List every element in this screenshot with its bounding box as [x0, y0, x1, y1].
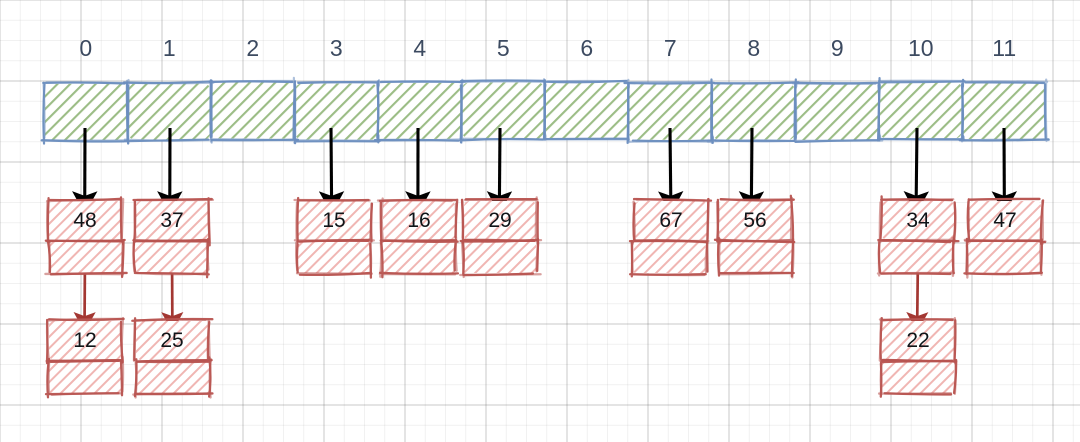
array-cell-6[interactable]	[542, 78, 631, 145]
bucket-index-8: 8	[747, 35, 761, 61]
chain-node-next-cell-67[interactable]	[628, 239, 709, 278]
chain-node-next-cell-16[interactable]	[378, 236, 460, 279]
array-cell-3[interactable]	[292, 79, 382, 145]
bucket-index-6: 6	[580, 35, 594, 61]
chain-link-arrow-2	[906, 251, 929, 333]
bucket-index-10: 10	[907, 35, 934, 61]
bucket-index-3: 3	[329, 35, 343, 61]
chain-node-next-cell-12[interactable]	[44, 355, 125, 399]
bucket-index-5: 5	[496, 35, 510, 61]
chain-node-value-16: 16	[407, 208, 431, 232]
chain-node-value-48: 48	[73, 208, 97, 232]
chain-node-value-22: 22	[906, 328, 930, 352]
array-cell-5[interactable]	[458, 78, 547, 144]
bucket-pointer-arrow-7	[903, 127, 929, 215]
bucket-index-1: 1	[162, 35, 176, 61]
bucket-index-4: 4	[413, 35, 427, 61]
chain-node-next-cell-22[interactable]	[877, 358, 958, 398]
array-cell-2[interactable]	[208, 76, 300, 144]
chain-node-value-37: 37	[160, 208, 184, 232]
bucket-index-7: 7	[663, 35, 677, 61]
chain-node-value-34: 34	[906, 208, 930, 232]
bucket-index-0: 0	[79, 35, 93, 61]
bucket-pointer-arrow-5	[657, 127, 684, 215]
chain-node-value-25: 25	[160, 328, 184, 352]
chain-node-value-15: 15	[322, 208, 346, 232]
array-cell-10[interactable]	[876, 76, 966, 142]
chain-node-next-cell-56[interactable]	[713, 236, 795, 279]
bucket-index-11: 11	[992, 35, 1017, 61]
chain-node-value-29: 29	[488, 208, 512, 232]
chain-node-value-47: 47	[993, 208, 1017, 232]
chain-node-next-cell-29[interactable]	[459, 238, 543, 279]
array-cell-4[interactable]	[373, 80, 466, 144]
chain-node-value-67: 67	[659, 208, 683, 232]
chain-node-next-cell-47[interactable]	[963, 237, 1043, 279]
chain-node-value-12: 12	[73, 328, 97, 352]
bucket-pointer-arrow-6	[738, 127, 765, 215]
array-cell-9[interactable]	[791, 81, 884, 143]
chain-node-next-cell-25[interactable]	[132, 356, 214, 399]
bucket-pointer-arrow-4	[486, 127, 513, 215]
bucket-pointer-arrow-2	[318, 127, 345, 215]
chain-node-next-cell-34[interactable]	[876, 236, 956, 278]
bucket-index-9: 9	[830, 35, 844, 61]
chain-node-value-56: 56	[743, 208, 767, 232]
chain-node-next-cell-15[interactable]	[294, 238, 373, 279]
bucket-index-2: 2	[246, 35, 260, 61]
